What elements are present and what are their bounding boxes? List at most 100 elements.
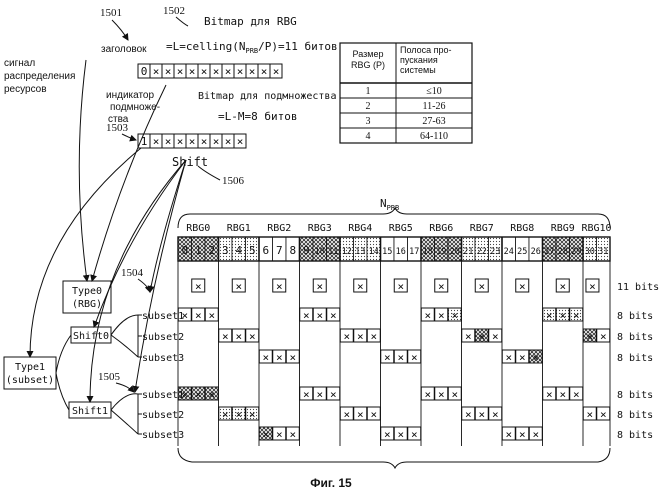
rbg-bitmap-bit: × xyxy=(225,65,232,78)
subset-alloc-box-mark: × xyxy=(532,351,539,364)
rbg-bitmap-bit: × xyxy=(189,65,196,78)
prb-number: 31 xyxy=(598,247,608,257)
prb-number: 4 xyxy=(235,244,242,257)
row-label-subset2: subset2 xyxy=(142,332,184,343)
rbg-bitmap: 0××××××××××× xyxy=(138,64,282,78)
prb-number: 27 xyxy=(544,247,554,257)
subset-bitmap-bit: × xyxy=(237,135,244,148)
rbg-alloc-box-mark: × xyxy=(438,280,445,293)
prb-number: 22 xyxy=(477,247,487,257)
rbg-alloc-box-mark: × xyxy=(589,280,596,293)
subset-alloc-box-mark: × xyxy=(195,309,202,322)
subset-alloc-box-mark: × xyxy=(465,408,472,421)
prb-number: 1 xyxy=(195,244,202,257)
prb-number: 2 xyxy=(208,244,215,257)
prb-number: 5 xyxy=(249,244,256,257)
subset-bitmap-bit: × xyxy=(177,135,184,148)
rbg-alloc-box-mark: × xyxy=(559,280,566,293)
prb-number: 24 xyxy=(504,247,514,257)
signal-label-1: сигнал xyxy=(4,58,35,69)
rbg-bitmap-bit: × xyxy=(153,65,160,78)
bitmap-rbg-formula: =L=celling(NPRB/P)=11 битов xyxy=(166,40,338,55)
subset-alloc-box-mark: × xyxy=(249,408,256,421)
subset-alloc-box-mark: × xyxy=(235,408,242,421)
table-header-bandwidth: пускания xyxy=(400,55,438,65)
subset-bitmap-bit: × xyxy=(153,135,160,148)
prb-number: 12 xyxy=(342,247,352,257)
ref-1504: 1504 xyxy=(121,267,144,279)
subset-bitmap-bit: 1 xyxy=(141,135,148,148)
subset-alloc-box-mark: × xyxy=(397,428,404,441)
table-cell-bandwidth: 64-110 xyxy=(420,131,448,142)
subset-alloc-box-mark: × xyxy=(559,388,566,401)
subset-alloc-box-mark: × xyxy=(384,428,391,441)
type1-label-2: (subset) xyxy=(6,375,54,386)
subset-alloc-box-mark: × xyxy=(357,408,364,421)
subset-alloc-box-mark: × xyxy=(586,408,593,421)
prb-number: 16 xyxy=(396,247,406,257)
subset-alloc-box-mark: × xyxy=(222,330,229,343)
prb-number: 30 xyxy=(585,247,595,257)
subset-alloc-box-mark: × xyxy=(276,428,283,441)
subset-bitmap-annotation: индикатор подмноже- ства Bitmap для подм… xyxy=(106,90,336,187)
subset-alloc-box-mark: × xyxy=(505,428,512,441)
prb-number: 0 xyxy=(181,244,188,257)
bottom-brace xyxy=(178,448,610,468)
subset-alloc-box-mark: × xyxy=(303,309,310,322)
rbg-label-9: RBG9 xyxy=(551,223,575,234)
row-label-subset3: subset3 xyxy=(142,353,184,364)
subset-alloc-box-mark: × xyxy=(330,309,337,322)
rbg-label-7: RBG7 xyxy=(470,223,494,234)
subset-alloc-box-mark: × xyxy=(519,351,526,364)
subset-alloc-box-mark: × xyxy=(222,408,229,421)
row-bits: 8 bits xyxy=(617,410,653,421)
ref-1506: 1506 xyxy=(222,175,245,187)
prb-number: 9 xyxy=(303,244,310,257)
figure-caption: Фиг. 15 xyxy=(0,476,662,490)
row-bits: 8 bits xyxy=(617,390,653,401)
subset-alloc-box-mark: × xyxy=(343,408,350,421)
row-label-subset1: subset1 xyxy=(142,311,184,322)
subset-bitmap-bit: × xyxy=(165,135,172,148)
subset-alloc-box-mark: × xyxy=(397,351,404,364)
row-bits: 8 bits xyxy=(617,430,653,441)
table-header-bandwidth: Полоса про- xyxy=(400,45,452,55)
subset-alloc-box-mark: × xyxy=(208,388,215,401)
type0-label-1: Type0 xyxy=(72,286,102,297)
rbg-label-0: RBG0 xyxy=(186,223,210,234)
subset-alloc-box-mark: × xyxy=(478,330,485,343)
table-header-bandwidth: системы xyxy=(400,65,436,75)
bitmap-subset-title: Bitmap для подмножества xyxy=(198,91,336,102)
table-cell-bandwidth: 27-63 xyxy=(422,116,445,127)
subset-alloc-box-mark: × xyxy=(249,330,256,343)
rbg-bitmap-bit: × xyxy=(165,65,172,78)
rbg-bitmap-bit: × xyxy=(201,65,208,78)
subset-alloc-box-mark: × xyxy=(492,330,499,343)
prb-number: 21 xyxy=(463,247,473,257)
subset-bitmap: 1×××××××× xyxy=(138,134,246,148)
subset-bitmap-bit: × xyxy=(213,135,220,148)
subset-alloc-box-mark: × xyxy=(195,388,202,401)
subset-alloc-box-mark: × xyxy=(600,330,607,343)
subset-alloc-box-mark: × xyxy=(262,428,269,441)
ref-1503: 1503 xyxy=(106,122,129,134)
prb-number: 19 xyxy=(436,247,446,257)
prb-number: 8 xyxy=(289,244,296,257)
subset-alloc-box-mark: × xyxy=(424,388,431,401)
table-cell-rbg-size: 4 xyxy=(366,131,371,142)
subset-alloc-box-mark: × xyxy=(303,388,310,401)
prb-number: 18 xyxy=(423,247,433,257)
subset-alloc-box-mark: × xyxy=(573,309,580,322)
type0-label-2: (RBG) xyxy=(72,299,102,310)
subset-alloc-box-mark: × xyxy=(370,330,377,343)
table-cell-rbg-size: 2 xyxy=(366,101,371,112)
shift-label: Shift xyxy=(172,155,208,169)
subset-alloc-box-mark: × xyxy=(600,408,607,421)
table-cell-bandwidth: ≤10 xyxy=(426,86,442,97)
header-label: заголовок xyxy=(101,44,147,55)
row-bits: 8 bits xyxy=(617,311,653,322)
subset-alloc-box-mark: × xyxy=(316,388,323,401)
prb-number: 11 xyxy=(328,247,338,257)
rbg-label-8: RBG8 xyxy=(510,223,534,234)
prb-number: 3 xyxy=(222,244,229,257)
